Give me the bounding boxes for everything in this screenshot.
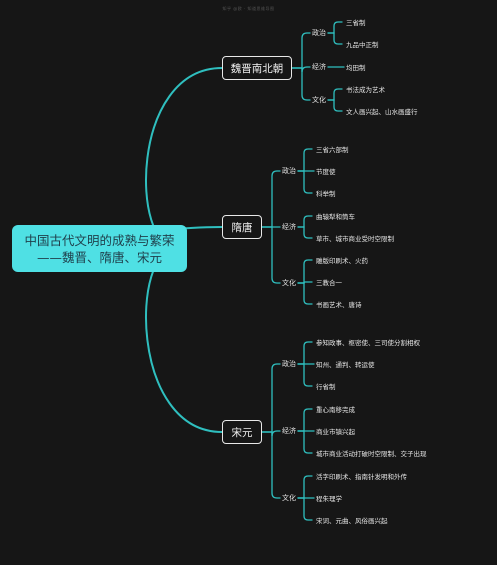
group-to-item-connector [297, 430, 313, 454]
branch-to-group-connector [261, 431, 281, 499]
group-to-item-connector [327, 21, 343, 34]
group-topic[interactable]: 经济 [312, 63, 326, 71]
item-topic[interactable]: 三省制 [346, 19, 366, 27]
root-topic[interactable]: 中国古代文明的成熟与繁荣 ——魏晋、隋唐、宋元 [12, 225, 187, 272]
item-topic[interactable]: 曲辕犁和筒车 [316, 213, 355, 221]
item-topic[interactable]: 科举制 [316, 190, 336, 198]
group-to-item-connector [297, 226, 313, 239]
root-to-branch-connector-2 [145, 247, 223, 433]
group-to-item-connector [297, 148, 313, 172]
branch-to-group-connector [291, 32, 311, 69]
group-topic[interactable]: 经济 [282, 223, 296, 231]
group-to-item-connector [297, 170, 313, 194]
group-to-item-connector [297, 259, 313, 284]
item-topic[interactable]: 活字印刷术、指南针发明和外传 [316, 473, 407, 481]
branch-to-group-connector [291, 67, 311, 101]
root-topic-line1: 中国古代文明的成熟与繁荣 [24, 232, 175, 248]
item-topic[interactable]: 草市、城市商业受时空限制 [316, 235, 394, 243]
group-topic[interactable]: 政治 [282, 167, 296, 175]
root-topic-line2: ——魏晋、隋唐、宋元 [36, 249, 162, 265]
group-topic[interactable]: 文化 [282, 494, 296, 502]
item-topic[interactable]: 均田制 [346, 64, 366, 72]
item-topic[interactable]: 商业市镇兴起 [316, 428, 355, 436]
item-topic[interactable]: 宋词、元曲、风俗画兴起 [316, 517, 388, 525]
group-to-item-connector [327, 99, 343, 112]
item-topic[interactable]: 三教合一 [316, 279, 342, 287]
branch-to-group-connector [261, 363, 281, 433]
group-topic[interactable]: 文化 [282, 279, 296, 287]
watermark: 知乎 @欧 · 知道思维导图 [222, 6, 275, 11]
group-to-item-connector [297, 215, 313, 228]
item-topic[interactable]: 知州、通判、转运使 [316, 361, 375, 369]
item-topic[interactable]: 程朱理学 [316, 495, 342, 503]
group-to-item-connector [297, 282, 313, 305]
group-topic[interactable]: 政治 [282, 360, 296, 368]
group-to-item-connector [297, 363, 313, 387]
item-topic[interactable]: 九品中正制 [346, 41, 379, 49]
branch-topic[interactable]: 隋唐 [222, 215, 262, 239]
item-topic[interactable]: 文人画兴起、山水画盛行 [346, 108, 418, 116]
branch-topic[interactable]: 宋元 [222, 420, 262, 444]
group-to-item-connector [297, 408, 313, 432]
item-topic[interactable]: 参知政事、枢密使、三司使分割相权 [316, 339, 420, 347]
group-to-item-connector [327, 32, 343, 45]
item-topic[interactable]: 行省制 [316, 383, 336, 391]
group-to-item-connector [297, 475, 313, 499]
item-topic[interactable]: 城市商业活动打破时空限制、交子出现 [316, 450, 427, 458]
group-to-item-connector [297, 497, 313, 521]
group-topic[interactable]: 政治 [312, 29, 326, 37]
item-topic[interactable]: 雕版印刷术、火药 [316, 257, 368, 265]
item-topic[interactable]: 重心南移完成 [316, 406, 355, 414]
item-topic[interactable]: 三省六部制 [316, 146, 349, 154]
branch-to-group-connector [261, 226, 281, 284]
item-topic[interactable]: 书法成为艺术 [346, 86, 385, 94]
item-topic[interactable]: 书画艺术、唐诗 [316, 301, 362, 309]
group-topic[interactable]: 经济 [282, 427, 296, 435]
group-to-item-connector [297, 341, 313, 365]
group-to-item-connector [327, 88, 343, 101]
item-topic[interactable]: 节度使 [316, 168, 336, 176]
branch-to-group-connector [261, 170, 281, 228]
group-topic[interactable]: 文化 [312, 96, 326, 104]
branch-topic[interactable]: 魏晋南北朝 [222, 56, 292, 80]
root-to-branch-connector-0 [145, 67, 223, 249]
